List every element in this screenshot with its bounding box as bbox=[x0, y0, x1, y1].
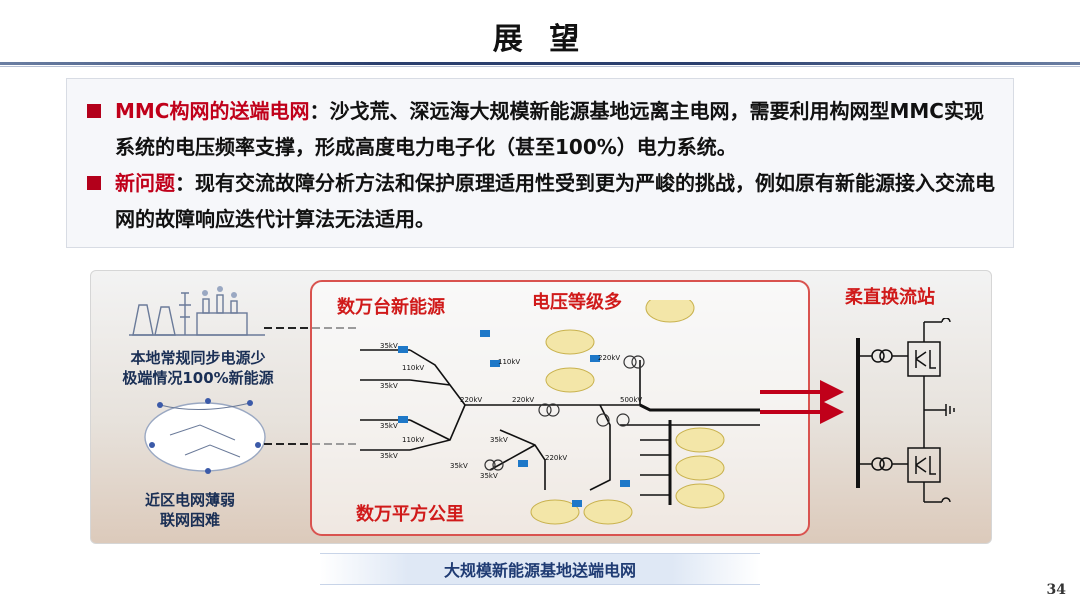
voltage-levels-label: 电压等级多 bbox=[532, 292, 622, 313]
voltage-tag: 220kV bbox=[598, 354, 620, 362]
area-label: 数万平方公里 bbox=[356, 504, 464, 525]
caption-band bbox=[320, 553, 760, 585]
bullet-item-1: MMC构网的送端电网：沙戈荒、深远海大规模新能源基地远离主电网，需要利用构网型M… bbox=[85, 93, 995, 165]
bullet-text: ：现有交流故障分析方法和保护原理适用性受到更为严峻的挑战，例如原有新能源接入交流… bbox=[115, 171, 995, 231]
voltage-tag: 220kV bbox=[545, 454, 567, 462]
bullet-text: ：沙戈荒、深远海大规模新能源基地远离主电网，需要利用构网型MMC实现系统的电压频… bbox=[115, 99, 984, 159]
voltage-tag: 35kV bbox=[380, 452, 398, 460]
square-bullet-icon bbox=[87, 104, 101, 118]
voltage-tag: 35kV bbox=[480, 472, 498, 480]
converter-station bbox=[856, 318, 955, 503]
bullet-highlight: 新问题 bbox=[115, 171, 175, 195]
new-energy-count-label: 数万台新能源 bbox=[337, 297, 445, 318]
local-source-label: 本地常规同步电源少 极端情况100%新能源 bbox=[122, 349, 274, 387]
new-energy-base-region bbox=[310, 280, 810, 536]
voltage-tag: 35kV bbox=[380, 382, 398, 390]
voltage-tag: 35kV bbox=[450, 462, 468, 470]
voltage-tag: 220kV bbox=[460, 396, 482, 404]
network-diagram: 35kV 110kV 35kV 35kV 220kV 220kV 35kV 11… bbox=[360, 300, 760, 525]
bullet-box: MMC构网的送端电网：沙戈荒、深远海大规模新能源基地远离主电网，需要利用构网型M… bbox=[66, 78, 1014, 248]
regional-grid-icon bbox=[144, 398, 266, 474]
square-bullet-icon bbox=[87, 176, 101, 190]
voltage-tag: 35kV bbox=[380, 342, 398, 350]
power-flow-arrows bbox=[760, 380, 844, 424]
title-divider-thin bbox=[0, 66, 1080, 67]
flexible-converter-label: 柔直换流站 bbox=[845, 287, 935, 308]
voltage-tag: 110kV bbox=[402, 436, 424, 444]
power-plant-icon bbox=[129, 286, 265, 336]
voltage-tag: 500kV bbox=[620, 396, 642, 404]
voltage-tag: 110kV bbox=[402, 364, 424, 372]
weak-grid-label: 近区电网薄弱 联网困难 bbox=[144, 491, 235, 529]
figure-caption: 大规模新能源基地送端电网 bbox=[443, 561, 636, 580]
voltage-tag: 110kV bbox=[498, 358, 520, 366]
page-number: 34 bbox=[1046, 582, 1066, 598]
voltage-tag: 35kV bbox=[490, 436, 508, 444]
title-divider bbox=[0, 62, 1080, 65]
voltage-tag: 35kV bbox=[380, 422, 398, 430]
slide-title: 展 望 bbox=[492, 22, 588, 57]
voltage-tag: 220kV bbox=[512, 396, 534, 404]
bullet-item-2: 新问题：现有交流故障分析方法和保护原理适用性受到更为严峻的挑战，例如原有新能源接… bbox=[85, 165, 995, 237]
bullet-highlight: MMC构网的送端电网 bbox=[115, 99, 310, 123]
